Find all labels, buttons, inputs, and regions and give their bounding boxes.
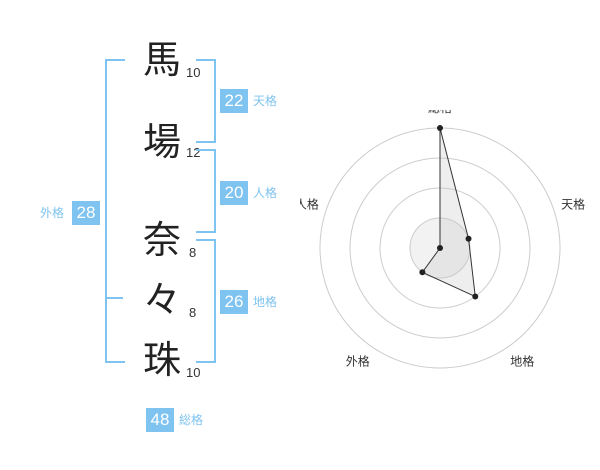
radar-point-1 [437,125,443,131]
radar-point-3 [472,293,479,300]
jinkaku-bracket [196,149,216,233]
stroke-count-5: 10 [186,365,201,380]
stroke-count-2: 12 [186,145,201,160]
radar-point-2 [465,235,472,242]
radar-axis-label-1: 総格 [428,110,452,115]
gaikaku-bracket-tick [105,297,123,299]
gaikaku-bracket [105,59,125,363]
radar-axis-label-5: 人格 [300,197,319,212]
name-char-4: 々 [142,278,181,322]
name-char-1: 馬 [142,38,181,82]
name-char-5: 珠 [142,338,181,382]
radar-axis-label-4: 外格 [346,353,370,368]
jinkaku-label: 人格 [253,186,278,200]
radar-axis-label-3: 地格 [510,353,534,368]
name-char-2: 場 [142,120,181,164]
stroke-count-1: 10 [186,65,201,80]
chikaku-label: 地格 [253,295,278,309]
stroke-count-3: 8 [189,245,197,260]
tenkaku-label: 天格 [253,94,278,108]
chikaku-bracket [196,239,216,363]
radar-axis-label-2: 天格 [561,197,585,212]
radar-point-5 [437,245,443,251]
tenkaku-bracket [196,59,216,143]
tenkaku-value-badge: 22 [220,89,248,113]
soukaku-value-badge: 48 [146,408,174,432]
jinkaku-value-badge: 20 [220,181,248,205]
radar-polygon [421,127,476,298]
gaikaku-label: 外格 [40,206,65,220]
soukaku-label: 総格 [179,413,204,427]
chikaku-value-badge: 26 [220,290,248,314]
radar-point-4 [419,269,426,276]
stroke-count-4: 8 [189,305,197,320]
gaikaku-value-badge: 28 [72,201,100,225]
name-char-3: 奈 [142,218,181,262]
